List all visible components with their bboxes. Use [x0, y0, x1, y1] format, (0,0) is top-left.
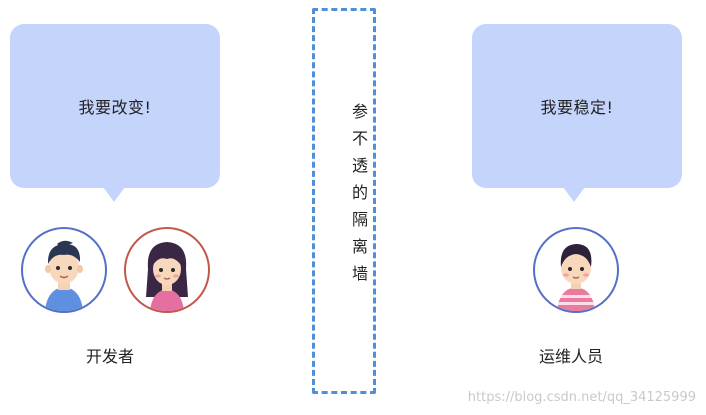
developer-speech-bubble: 我要改变! — [10, 24, 220, 188]
isolation-wall: 参不透的隔离墙 — [312, 8, 376, 394]
developer-label: 开发者 — [86, 347, 135, 366]
ops-bubble-text: 我要稳定! — [540, 98, 614, 117]
ops-label: 运维人员 — [539, 347, 604, 366]
ops-person-icon — [557, 244, 595, 311]
developer-bubble-text: 我要改变! — [78, 98, 152, 117]
developer-bubble-tail — [103, 187, 125, 202]
watermark: https://blog.csdn.net/qq_34125999 — [467, 390, 696, 405]
wall-text: 参不透的隔离墙 — [349, 103, 368, 292]
ops-person-avatar — [533, 227, 619, 313]
developer-girl-avatar — [124, 227, 210, 313]
developer-boy-avatar — [21, 227, 107, 313]
developer-girl-icon — [146, 242, 188, 311]
developer-boy-icon — [45, 240, 83, 311]
ops-bubble-tail — [563, 187, 585, 202]
ops-speech-bubble: 我要稳定! — [472, 24, 682, 188]
